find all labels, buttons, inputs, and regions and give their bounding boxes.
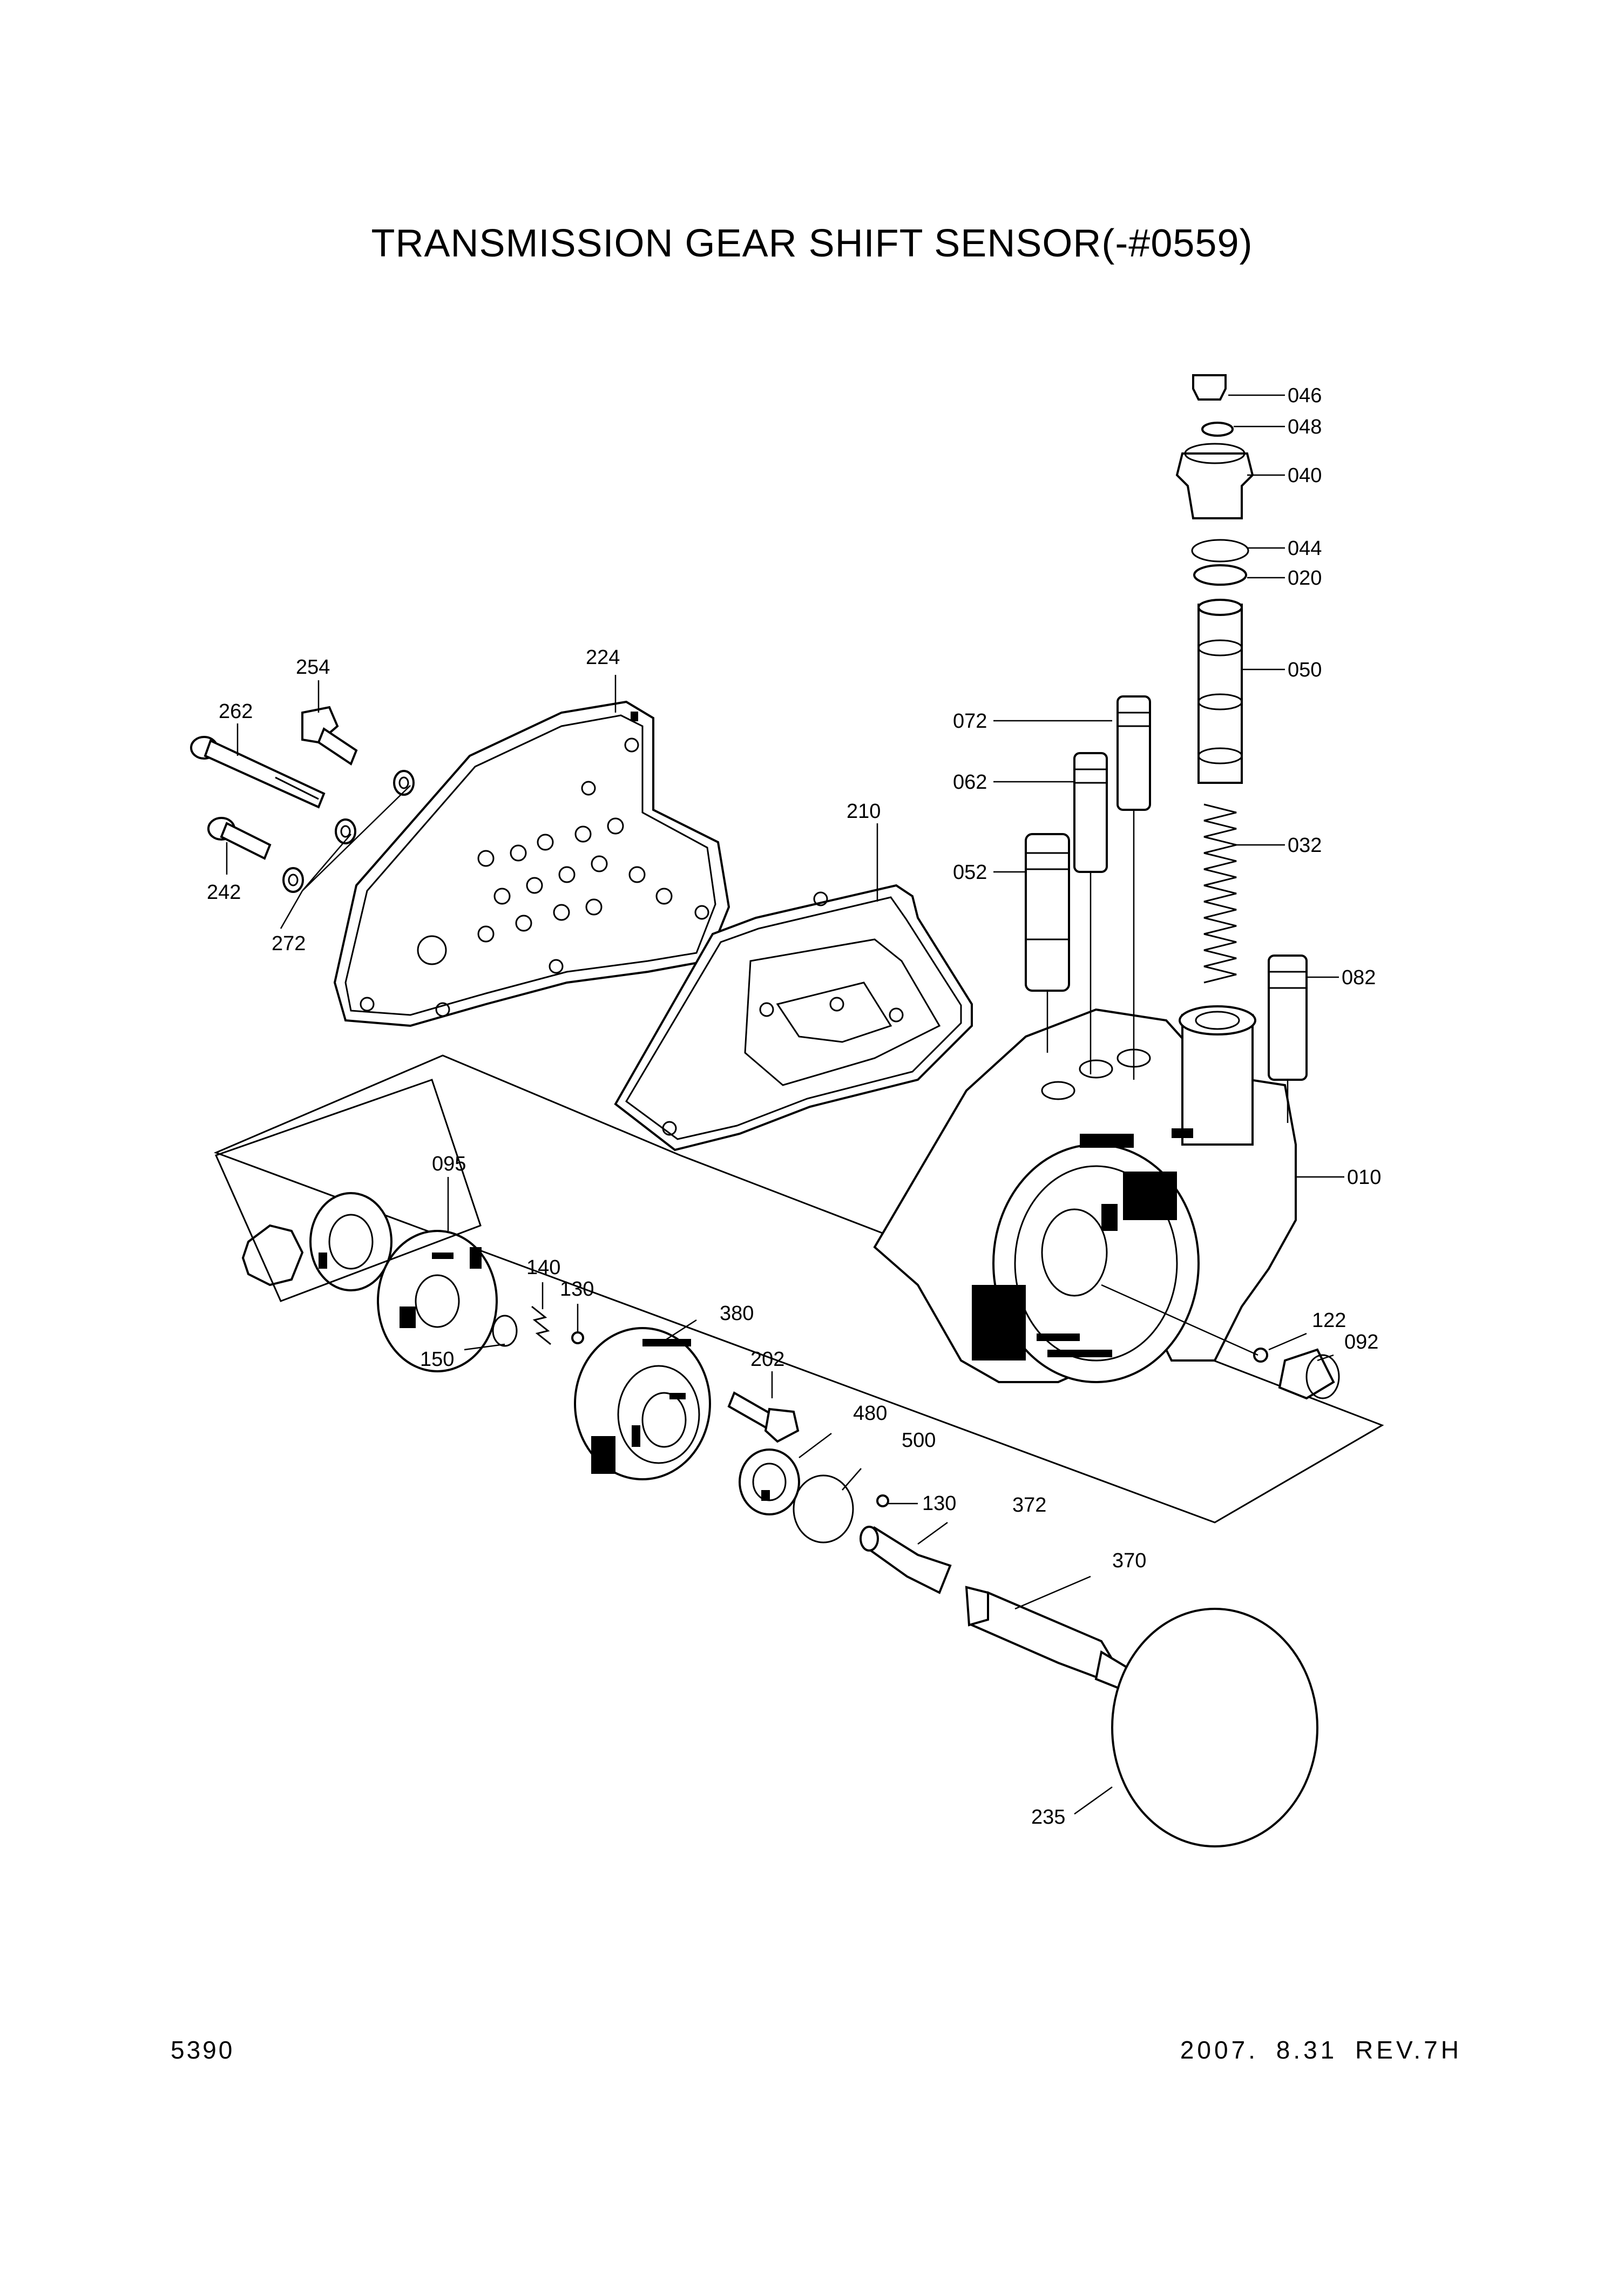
leader-lines: [226, 394, 1344, 1815]
part-label: 040: [1288, 464, 1322, 487]
snap-ring-150: [492, 1315, 518, 1347]
part-label: 202: [750, 1348, 784, 1371]
valve-062: [1073, 752, 1108, 873]
valve-plate-224: [333, 700, 730, 1027]
shaft-372: [860, 1526, 952, 1594]
part-label: 072: [953, 710, 987, 733]
ball-130-lower: [876, 1494, 889, 1507]
part-labels: 046 048 040 044 020 050 072 062 052 032 …: [207, 384, 1381, 1829]
part-label: 082: [1342, 966, 1376, 989]
part-label: 046: [1288, 384, 1322, 407]
gear-rotor-095: [214, 1079, 498, 1372]
part-label: 272: [272, 932, 306, 955]
part-label: 130: [922, 1492, 956, 1515]
spring-032: [1203, 803, 1237, 984]
part-label: 048: [1288, 416, 1322, 438]
ball-130: [571, 1331, 584, 1344]
bearing-480: [739, 1448, 800, 1515]
valve-082: [1268, 955, 1308, 1081]
ring-020: [1193, 564, 1247, 586]
revision-date: 2007. 8.31 REV.7H: [1180, 2036, 1462, 2064]
page-number: 5390: [171, 2036, 235, 2064]
part-label: 044: [1288, 537, 1322, 560]
part-label: 092: [1344, 1331, 1378, 1353]
spool-050: [1197, 599, 1243, 784]
part-label: 480: [853, 1402, 887, 1425]
washers-272: [280, 770, 415, 929]
valve-052: [1025, 833, 1070, 992]
part-label: 020: [1288, 567, 1322, 590]
part-label: 052: [953, 861, 987, 884]
part-label: 254: [296, 656, 330, 679]
part-label: 095: [432, 1153, 466, 1175]
part-label: 032: [1288, 834, 1322, 857]
plug-046: [1192, 374, 1227, 401]
o-ring-044: [1191, 539, 1249, 563]
bolt-202: [727, 1391, 800, 1443]
part-label: 122: [1312, 1309, 1346, 1332]
part-label: 380: [720, 1302, 754, 1325]
part-label: 140: [526, 1256, 560, 1279]
part-label: 500: [902, 1429, 936, 1452]
part-label: 150: [420, 1348, 454, 1371]
part-label: 235: [1031, 1806, 1065, 1829]
bolt-262: [190, 736, 326, 809]
housing-010: [873, 1005, 1297, 1383]
part-label: 050: [1288, 659, 1322, 681]
o-ring-048: [1201, 422, 1234, 437]
o-ring-235: [1111, 1608, 1318, 1847]
cover-380: [574, 1327, 711, 1480]
bolt-254: [301, 706, 358, 766]
gasket-210: [614, 884, 973, 1152]
part-label: 242: [207, 881, 241, 904]
valve-072: [1116, 695, 1151, 811]
part-label: 062: [953, 771, 987, 794]
spring-140: [531, 1305, 551, 1345]
bolt-242: [207, 817, 272, 860]
part-label: 130: [560, 1278, 594, 1301]
bushing-092: [1278, 1348, 1340, 1400]
part-label: 210: [847, 800, 881, 823]
assembly-guide-lines: [1046, 810, 1289, 1123]
part-label: 262: [219, 700, 253, 723]
snap-ring-500: [793, 1474, 854, 1544]
part-label: 372: [1012, 1494, 1046, 1517]
shaft-370: [965, 1586, 1130, 1691]
part-label: 370: [1112, 1549, 1146, 1572]
diagram-title: TRANSMISSION GEAR SHIFT SENSOR(-#0559): [371, 222, 1253, 265]
plug-122: [1253, 1348, 1268, 1363]
part-label: 010: [1347, 1166, 1381, 1189]
nut-040: [1175, 443, 1254, 519]
part-label: 224: [586, 646, 620, 669]
